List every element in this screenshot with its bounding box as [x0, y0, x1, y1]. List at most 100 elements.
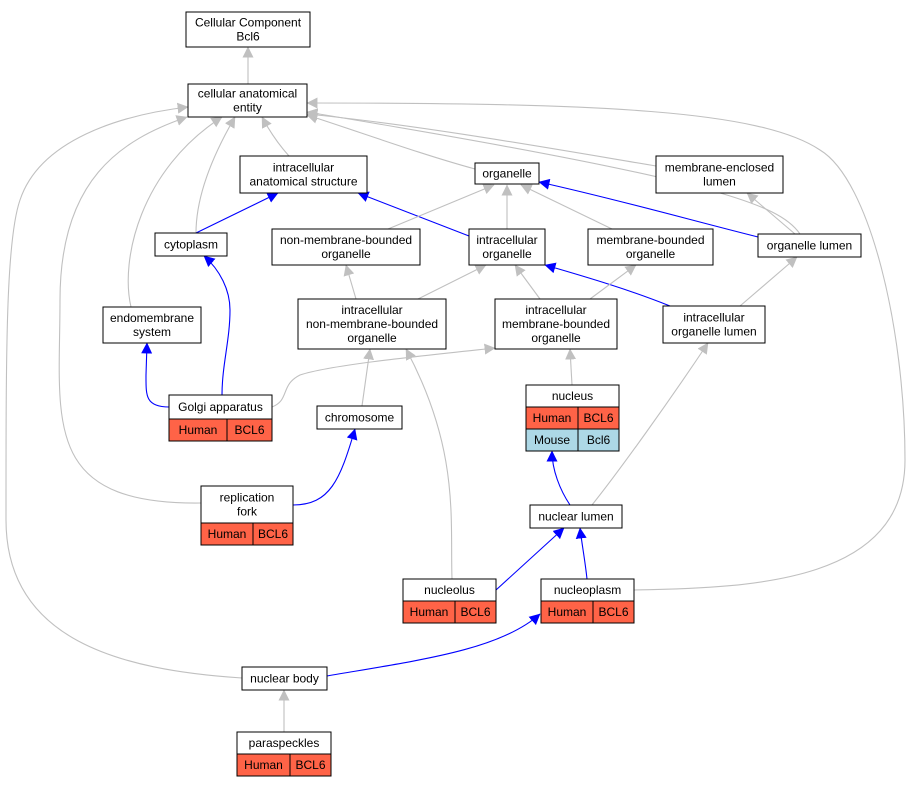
edge-mel-to-cae-is-a [306, 109, 657, 167]
edges-layer [5, 46, 906, 732]
edge-nb-to-nucleoplasm-part-of [326, 613, 541, 677]
node-label-line: cytoplasm [164, 238, 218, 252]
node-label-line: membrane-bounded [502, 317, 610, 331]
edge-iol-to-ol-is-a [739, 256, 798, 307]
node-label-line: intracellular [683, 311, 744, 325]
node-label-box [241, 666, 328, 691]
node-label-line: organelle [482, 247, 532, 261]
node-label-line: non-membrane-bounded [280, 233, 412, 247]
edge-mbo-to-organelle-is-a [520, 184, 613, 230]
edge-ol-to-organelle-part-of [538, 178, 759, 238]
node-label-line: replication [220, 491, 275, 505]
node-label-line: nuclear body [250, 672, 319, 686]
edge-ol-to-mel-is-a [746, 192, 796, 235]
node-label-box [185, 11, 311, 48]
edge-rf-to-cae-is-a [58, 115, 202, 504]
species-label: Human [244, 758, 283, 772]
node-label-line: organelle [531, 331, 581, 345]
edge-inmbo-to-io-is-a [417, 264, 487, 300]
node-ol[interactable]: organelle lumen [757, 233, 862, 258]
node-label-line: organelle [347, 331, 397, 345]
species-label: Mouse [534, 433, 570, 447]
node-chromosome[interactable]: chromosome [316, 405, 403, 430]
node-label-box [529, 504, 623, 529]
node-label-line: nucleolus [424, 583, 475, 597]
node-label-line: Cellular Component [195, 16, 302, 30]
node-cytoplasm[interactable]: cytoplasm [154, 232, 228, 257]
node-label-box [662, 305, 766, 344]
gene-cell [252, 522, 294, 546]
gene-label: BCL6 [258, 527, 288, 541]
species-label: Human [179, 423, 218, 437]
node-label-box [757, 233, 862, 258]
node-label-box [239, 155, 368, 194]
edge-nucleoplasm-to-nl-part-of [575, 527, 588, 580]
node-label-line: intracellular [273, 161, 334, 175]
node-label-line: system [133, 325, 171, 339]
gene-cell [592, 600, 635, 624]
gene-cell [454, 600, 497, 624]
node-label-line: organelle lumen [671, 325, 756, 339]
edge-nucleoplasm-to-cae-is-a [306, 97, 906, 591]
gene-cell [226, 418, 273, 442]
edge-ias-to-cae-is-a [261, 116, 290, 157]
gene-label: BCL6 [234, 423, 264, 437]
node-label-box [587, 228, 714, 266]
node-label-line: Golgi apparatus [178, 400, 263, 414]
species-label: Human [410, 605, 449, 619]
node-nl[interactable]: nuclear lumen [529, 504, 623, 529]
species-label: Human [533, 411, 572, 425]
edge-nl-to-iol-is-a [591, 342, 709, 506]
node-label-line: entity [233, 101, 262, 115]
node-label-box [316, 405, 403, 430]
node-label-line: intracellular [476, 233, 537, 247]
edge-inmbo-to-nmbo-is-a [343, 264, 357, 300]
gene-label: BCL6 [295, 758, 325, 772]
edge-nl-to-nucleus-part-of [546, 450, 571, 506]
edge-nb-to-cae-is-a [5, 102, 243, 679]
node-label-line: lumen [703, 175, 736, 189]
edge-nmbo-to-organelle-is-a [387, 183, 495, 230]
node-label-box [468, 228, 546, 266]
node-label-line: organelle [321, 247, 371, 261]
edge-rf-to-chromosome-part-of [292, 428, 358, 506]
species-label: Human [548, 605, 587, 619]
gene-label: BCL6 [583, 411, 613, 425]
edge-nucleolus-to-inmbo-is-a [405, 348, 453, 580]
node-label-line: anatomical structure [249, 175, 357, 189]
node-organelle[interactable]: organelle [474, 162, 540, 185]
node-label-box [474, 162, 540, 185]
node-nb[interactable]: nuclear body [241, 666, 328, 691]
node-label-line: paraspeckles [249, 736, 320, 750]
node-label-line: organelle [626, 247, 676, 261]
node-label-line: organelle lumen [767, 239, 852, 253]
gene-cell [289, 753, 332, 777]
node-label-line: Bcl6 [236, 30, 260, 44]
node-inmbo[interactable]: intracellularnon-membrane-boundedorganel… [297, 298, 447, 350]
edge-es-to-cae-is-a [127, 116, 223, 308]
edge-imbo-to-mbo-is-a [589, 264, 637, 300]
edge-organelle-to-cae-is-a [306, 112, 476, 170]
gene-label: BCL6 [598, 605, 628, 619]
edge-nucleus-to-imbo-is-a [565, 348, 577, 386]
node-label-box [655, 155, 784, 194]
species-label: Human [208, 527, 247, 541]
edge-golgi-to-cytoplasm-part-of [203, 255, 231, 396]
